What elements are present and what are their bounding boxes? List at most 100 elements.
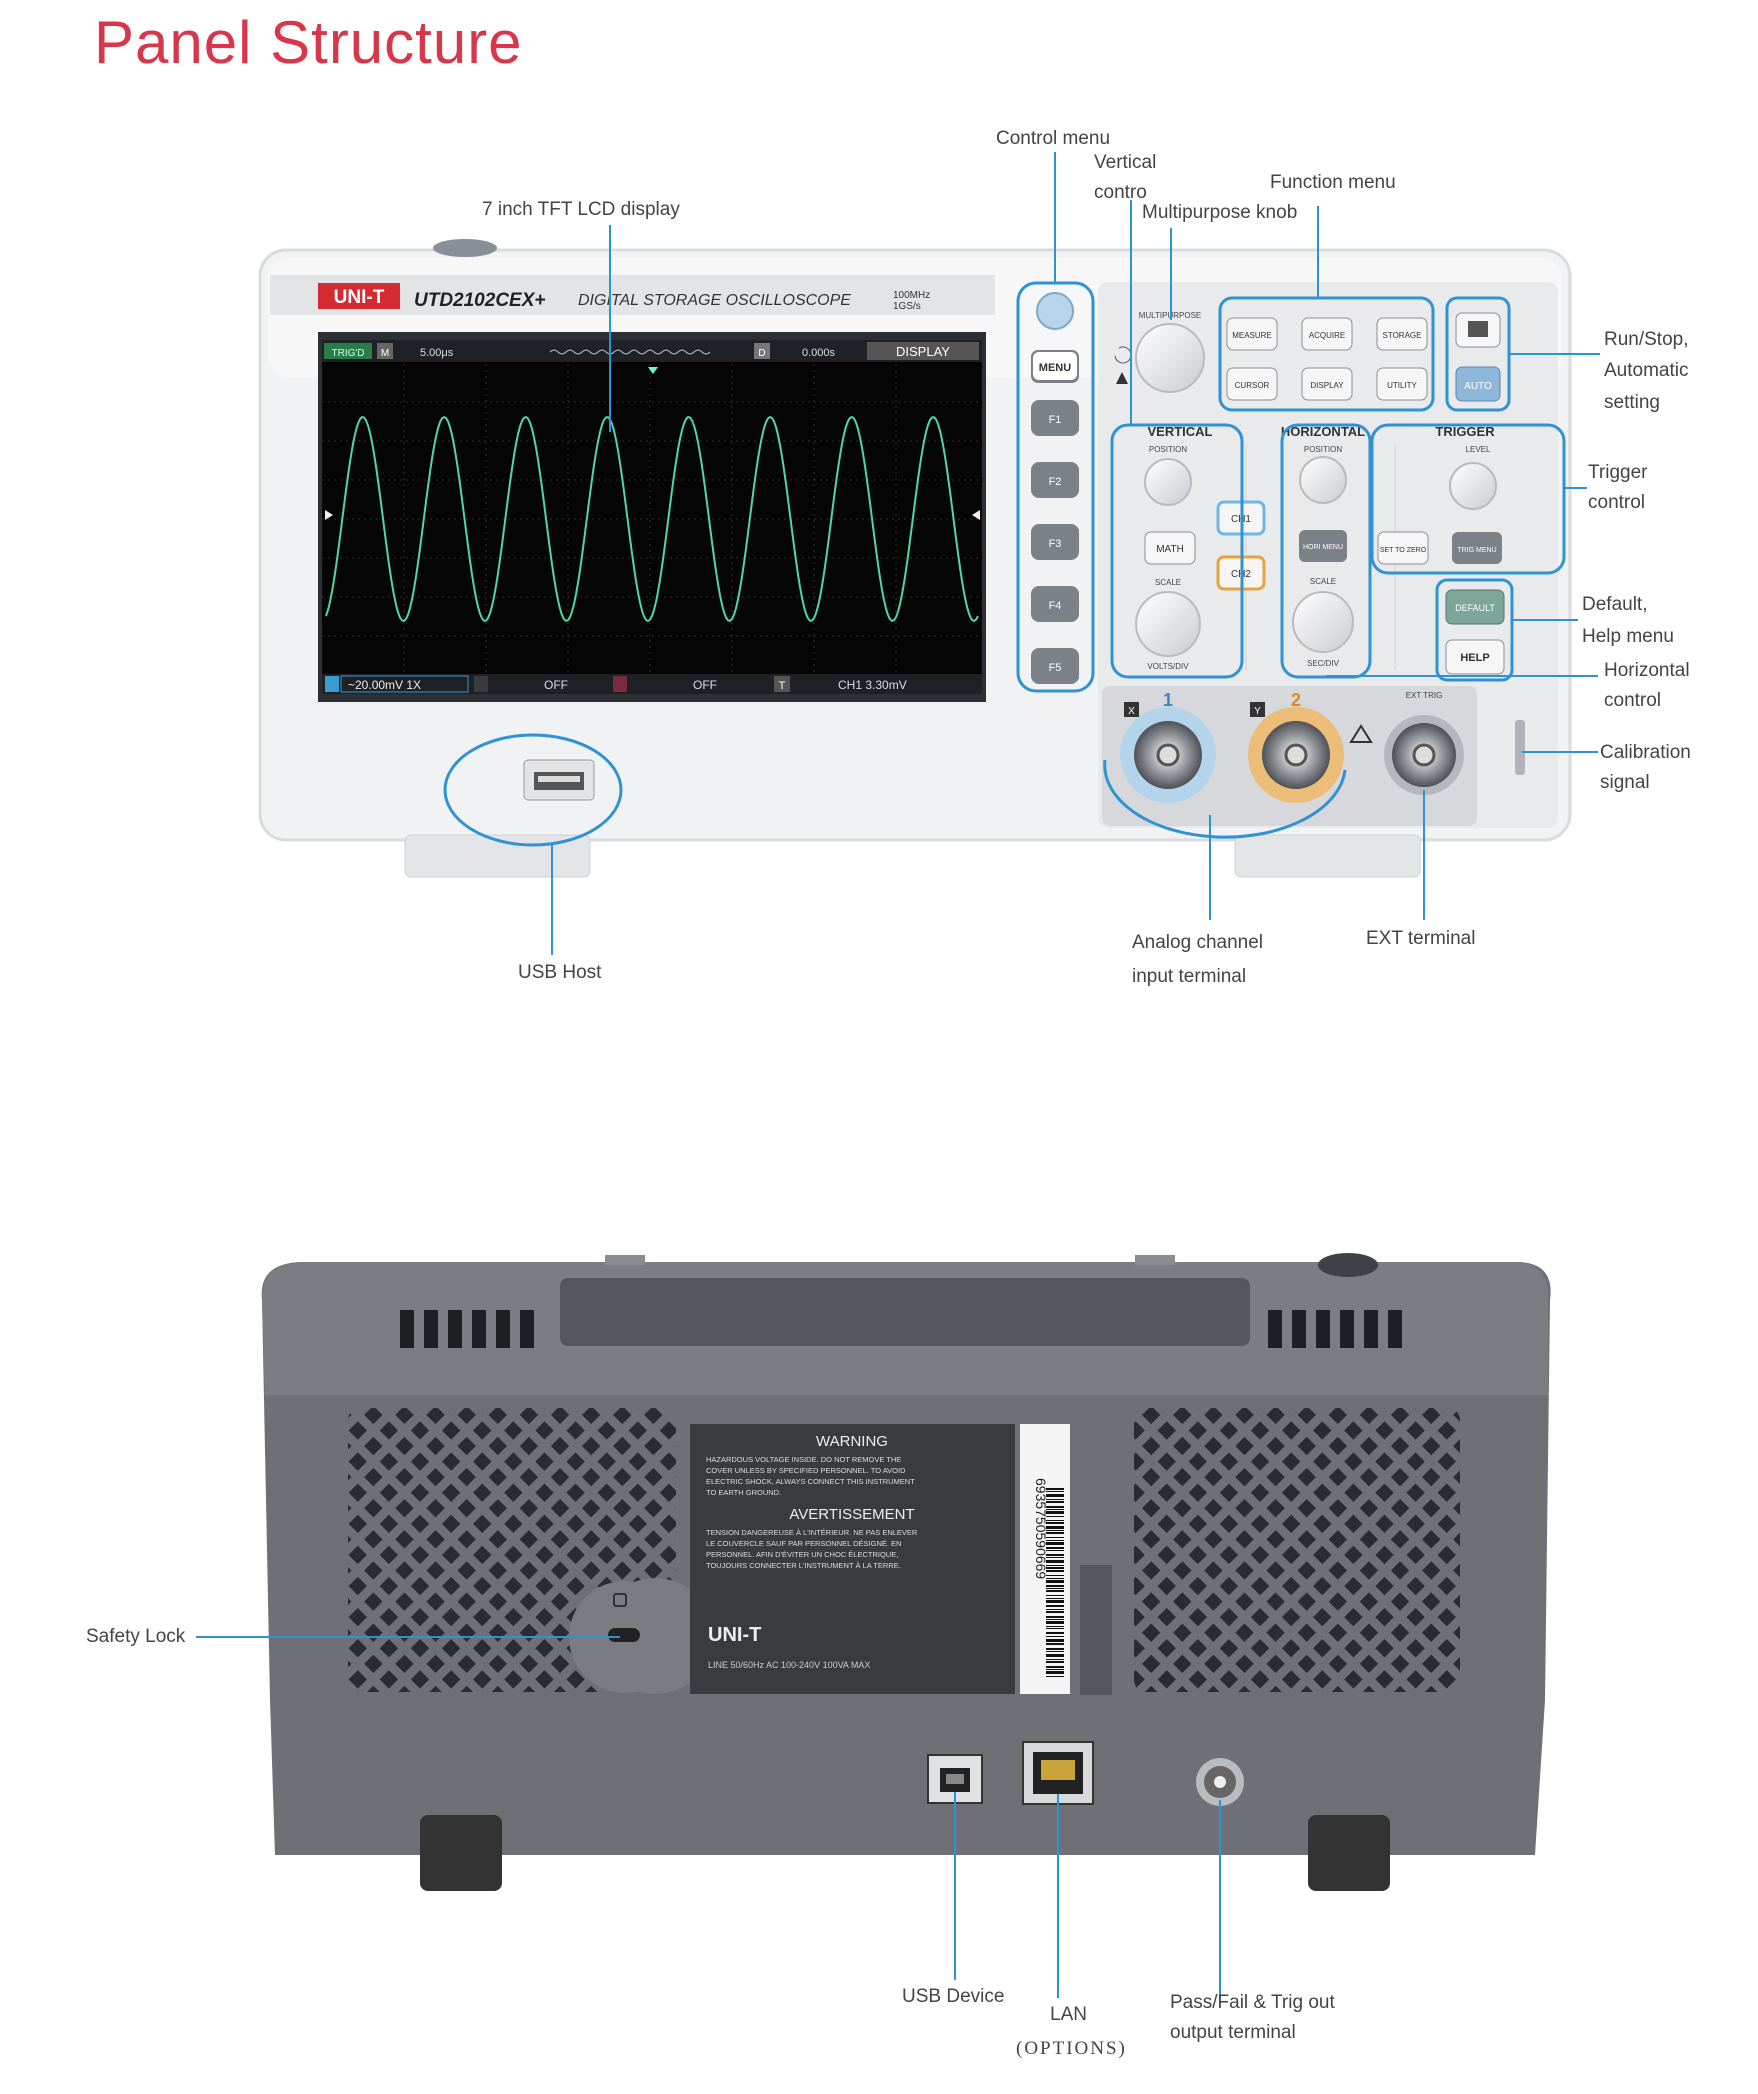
barcode-bar: [1046, 1511, 1064, 1514]
horizontal-menu-button[interactable]: [1299, 530, 1347, 562]
screen-status: TRIG'D: [331, 348, 364, 359]
label-run-stop-3: setting: [1604, 392, 1660, 413]
f4-button[interactable]: [1031, 586, 1079, 622]
f3-button[interactable]: [1031, 524, 1079, 560]
multipurpose-knob[interactable]: [1135, 323, 1205, 393]
front-panel-illustration: UNI-T UTD2102CEX+ DIGITAL STORAGE OSCILL…: [258, 152, 1600, 955]
svg-text:AUTO: AUTO: [1464, 381, 1492, 392]
right-grille: [1134, 1408, 1460, 1692]
lock-icon: [613, 1593, 627, 1607]
function-button-utility[interactable]: [1376, 367, 1428, 401]
svg-text:MATH: MATH: [1156, 544, 1184, 555]
label-calibration-2: signal: [1600, 772, 1650, 793]
function-label: STORAGE: [1383, 331, 1422, 340]
f5-button[interactable]: [1031, 648, 1079, 684]
barcode-bar: [1046, 1575, 1064, 1576]
set-to-zero-button[interactable]: [1377, 531, 1429, 565]
function-button-display[interactable]: [1301, 367, 1353, 401]
f2-button[interactable]: [1031, 462, 1079, 498]
horizontal-scale-knob[interactable]: [1292, 591, 1354, 653]
type-text: DIGITAL STORAGE OSCILLOSCOPE: [578, 292, 851, 309]
barcode-bar: [1046, 1595, 1064, 1596]
barcode-bar: [1046, 1570, 1064, 1572]
screen-mode: M: [381, 348, 389, 359]
caution-icon: [1349, 724, 1373, 743]
barcode-bar: [1046, 1509, 1064, 1510]
barcode-bar: [1046, 1619, 1064, 1620]
barcode-bar: [1046, 1600, 1064, 1603]
svg-text:DEFAULT: DEFAULT: [1455, 603, 1495, 613]
screen-delay: 0.000s: [802, 347, 836, 359]
f3-label: F3: [1049, 538, 1062, 550]
barcode-bar: [1046, 1494, 1064, 1497]
barcode-bar: [1046, 1651, 1064, 1652]
barcode-bar: [1046, 1628, 1064, 1629]
label-run-stop-2: Automatic: [1604, 360, 1689, 381]
label-vertical-2: contro: [1094, 182, 1147, 203]
math-button[interactable]: [1144, 531, 1196, 565]
barcode-bar: [1046, 1542, 1064, 1545]
warning-line: TENSION DANGEREUSE À L'INTÉRIEUR. NE PAS…: [706, 1528, 918, 1537]
screen-math-status: OFF: [693, 678, 717, 692]
barcode-bar: [1046, 1560, 1064, 1563]
warning-line: HAZARDOUS VOLTAGE INSIDE. DO NOT REMOVE …: [706, 1455, 901, 1464]
rear-leader-lines: [196, 1636, 1221, 1998]
barcode-bar: [1046, 1526, 1064, 1529]
trigger-menu-button[interactable]: [1452, 532, 1502, 564]
model-text: UTD2102CEX+: [414, 290, 545, 311]
input-ch1-label: 1: [1163, 690, 1173, 710]
barcode-bar: [1046, 1626, 1064, 1627]
function-button-storage[interactable]: [1376, 317, 1428, 351]
vertical-position-knob[interactable]: [1144, 458, 1192, 506]
svg-text:HORI MENU: HORI MENU: [1303, 544, 1343, 551]
barcode-bar: [1046, 1590, 1064, 1592]
menu-button[interactable]: MENU: [1039, 362, 1071, 374]
barcode-bar: [1046, 1557, 1064, 1558]
function-label: UTILITY: [1387, 381, 1417, 390]
screen-ch2-status: OFF: [544, 678, 568, 692]
barcode-bar: [1046, 1669, 1064, 1670]
function-button-acquire[interactable]: [1301, 317, 1353, 351]
label-usb-host: USB Host: [518, 962, 602, 983]
label-horizontal-2: control: [1604, 690, 1662, 711]
function-button-cursor[interactable]: [1226, 367, 1278, 401]
section-horizontal: HORIZONTAL: [1281, 424, 1365, 439]
svg-text:SCALE: SCALE: [1310, 577, 1336, 586]
function-label: CURSOR: [1235, 381, 1270, 390]
vertical-scale-knob[interactable]: [1135, 591, 1201, 657]
avert-title: AVERTISSEMENT: [789, 1506, 914, 1523]
barcode-bar: [1046, 1550, 1064, 1551]
barcode-bar: [1046, 1578, 1064, 1579]
barcode-bar: [1046, 1605, 1064, 1607]
barcode-bar: [1046, 1643, 1064, 1645]
default-button[interactable]: [1445, 589, 1505, 625]
label-lan-options: (OPTIONS): [1016, 2038, 1127, 2059]
auto-button[interactable]: [1455, 366, 1501, 402]
spec-bandwidth: 100MHz: [893, 290, 930, 301]
barcode-bar: [1046, 1506, 1064, 1508]
f1-button[interactable]: [1031, 400, 1079, 436]
screen-trig-status: CH1 3.30mV: [838, 678, 907, 692]
input-y-label: Y: [1254, 706, 1261, 717]
warning-line: LE COUVERCLE SAUF PAR PERSONNEL DÉSIGNÉ.…: [706, 1539, 901, 1548]
barcode-bar: [1046, 1537, 1064, 1538]
barcode-bar: [1046, 1611, 1064, 1613]
trigger-level-knob[interactable]: [1449, 462, 1497, 510]
f2-label: F2: [1049, 476, 1062, 488]
help-button[interactable]: [1445, 639, 1505, 675]
function-label: MEASURE: [1232, 331, 1272, 340]
function-button-measure[interactable]: [1226, 317, 1278, 351]
horizontal-position-knob[interactable]: [1299, 456, 1347, 504]
svg-text:SET TO ZERO: SET TO ZERO: [1380, 547, 1427, 554]
rear-brand: UNI-T: [708, 1624, 761, 1646]
barcode-bar: [1046, 1520, 1064, 1521]
label-lcd-display: 7 inch TFT LCD display: [482, 199, 680, 220]
label-function-menu: Function menu: [1270, 172, 1396, 193]
calibration-terminal[interactable]: [1515, 720, 1525, 775]
svg-text:SCALE: SCALE: [1155, 578, 1181, 587]
label-lan: LAN: [1050, 2004, 1087, 2025]
svg-text:HELP: HELP: [1460, 652, 1489, 664]
function-label: DISPLAY: [1310, 381, 1344, 390]
barcode-bar: [1046, 1671, 1064, 1674]
leader-lines: [551, 152, 1600, 955]
